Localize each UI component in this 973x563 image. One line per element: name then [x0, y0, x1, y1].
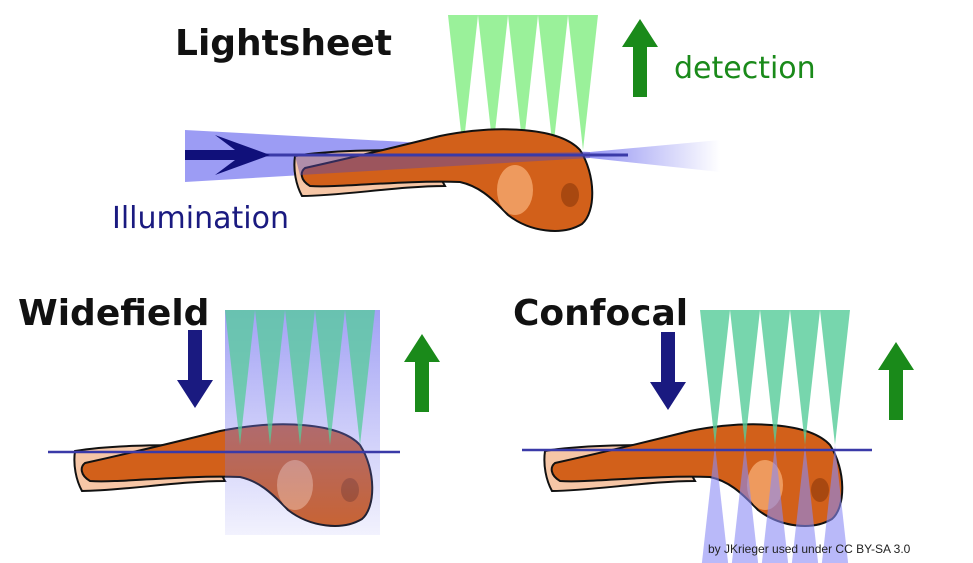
- zebrafish: [543, 423, 844, 527]
- detection-arrow-icon: [622, 19, 658, 97]
- confocal-panel: Confocal: [513, 293, 914, 563]
- lightsheet-title: Lightsheet: [175, 23, 392, 64]
- illumination-arrow-icon: [185, 135, 270, 175]
- credit-text: by JKrieger used under CC BY-SA 3.0: [708, 542, 911, 556]
- detection-arrow-icon: [404, 334, 440, 412]
- illumination-beam-fade: [590, 140, 720, 172]
- illumination-arrow-icon: [650, 332, 686, 410]
- confocal-title: Confocal: [513, 293, 688, 334]
- widefield-title: Widefield: [18, 293, 209, 334]
- detection-label: detection: [674, 51, 816, 86]
- illumination-label: Illumination: [112, 201, 289, 236]
- confocal-illumination-cones: [701, 445, 849, 563]
- illumination-arrow-icon: [177, 330, 213, 408]
- widefield-panel: Widefield: [18, 293, 440, 535]
- lightsheet-panel: Lightsheet detection Illumination: [112, 15, 816, 236]
- detection-cones: [700, 310, 850, 445]
- detection-arrow-icon: [878, 342, 914, 420]
